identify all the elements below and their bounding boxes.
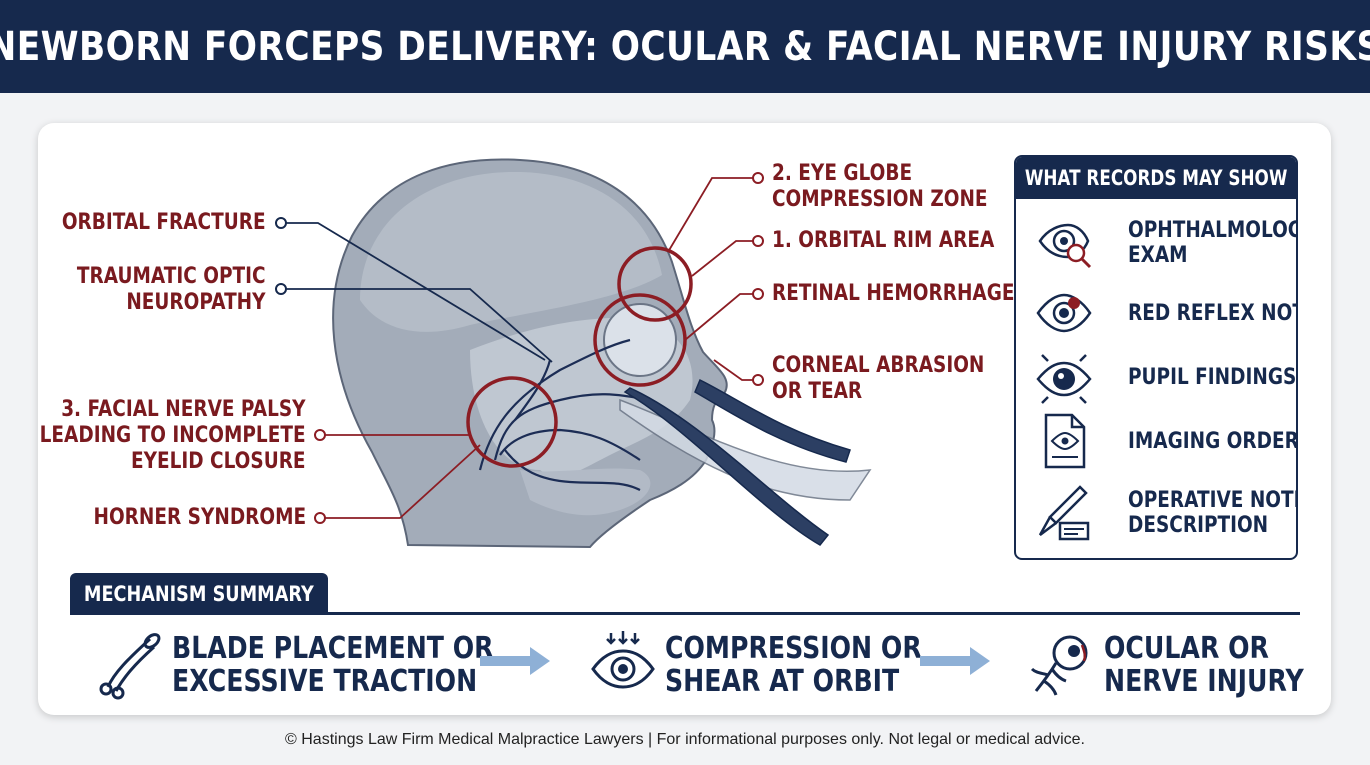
record-line: EXAM bbox=[1128, 243, 1188, 268]
forceps-illustration bbox=[619, 378, 872, 546]
record-item-ophthalmology: OPHTHALMOLOGY EXAM bbox=[1034, 213, 1296, 273]
label-text: 1. ORBITAL RIM AREA bbox=[772, 228, 995, 253]
record-line: DESCRIPTION bbox=[1128, 513, 1269, 538]
label-text: ORBITAL FRACTURE bbox=[62, 210, 266, 235]
records-heading: WHAT RECORDS MAY SHOW bbox=[1016, 157, 1296, 199]
step-line: BLADE PLACEMENT OR bbox=[172, 631, 494, 666]
step-line: OCULAR OR bbox=[1104, 631, 1269, 666]
label-traumatic-optic-neuropathy: TRAUMATIC OPTIC NEUROPATHY bbox=[77, 264, 266, 316]
label-text: HORNER SYNDROME bbox=[93, 505, 306, 530]
label-line: NEUROPATHY bbox=[126, 290, 266, 315]
compressed-eye-icon bbox=[591, 631, 655, 689]
red-leader-lines bbox=[322, 177, 756, 519]
step-line: NERVE INJURY bbox=[1104, 664, 1304, 699]
leader-endpoints bbox=[275, 172, 764, 524]
record-item-red-reflex: RED REFLEX NOTE bbox=[1034, 283, 1296, 343]
records-panel: WHAT RECORDS MAY SHOW OPHTHALMOLOGY EXAM… bbox=[1014, 155, 1298, 560]
label-line: TRAUMATIC OPTIC bbox=[77, 264, 266, 289]
label-line: 3. FACIAL NERVE PALSY bbox=[61, 397, 307, 422]
document-eye-icon bbox=[1044, 413, 1086, 469]
label-orbital-fracture: ORBITAL FRACTURE bbox=[62, 210, 266, 236]
step-label: COMPRESSION OR SHEAR AT ORBIT bbox=[665, 632, 922, 698]
flow-arrow-2 bbox=[920, 647, 990, 675]
injury-zone-circles bbox=[466, 246, 693, 468]
record-line: IMAGING ORDER bbox=[1128, 428, 1298, 454]
record-item-pupil: PUPIL FINDINGS bbox=[1034, 347, 1296, 407]
record-item-imaging: IMAGING ORDER bbox=[1034, 411, 1296, 471]
forceps-icon bbox=[99, 633, 161, 700]
step-line: COMPRESSION OR bbox=[665, 631, 922, 666]
facial-nerve-circle bbox=[466, 376, 558, 468]
globe-compression-circle bbox=[617, 246, 693, 322]
label-line: 2. EYE GLOBE bbox=[772, 161, 913, 186]
eyeball bbox=[603, 303, 677, 377]
record-label: RED REFLEX NOTE bbox=[1128, 300, 1296, 326]
footer-disclaimer: © Hastings Law Firm Medical Malpractice … bbox=[285, 731, 1085, 748]
eye-magnifier-icon bbox=[1038, 223, 1092, 269]
record-line: RED REFLEX NOTE bbox=[1128, 300, 1296, 326]
mechanism-heading: MECHANISM SUMMARY bbox=[84, 581, 314, 606]
skull-highlight bbox=[360, 171, 662, 332]
scalpel-note-icon bbox=[1038, 485, 1090, 541]
label-corneal-abrasion: CORNEAL ABRASION OR TEAR bbox=[772, 353, 984, 405]
label-retinal-hemorrhage: RETINAL HEMORRHAGE bbox=[772, 281, 1015, 307]
page-title: NEWBORN FORCEPS DELIVERY: OCULAR & FACIA… bbox=[0, 23, 1370, 70]
label-line: LEADING TO INCOMPLETE bbox=[40, 423, 306, 448]
label-eye-globe-compression: 2. EYE GLOBE COMPRESSION ZONE bbox=[772, 161, 988, 213]
label-horner-syndrome: HORNER SYNDROME bbox=[93, 505, 306, 531]
label-line: COMPRESSION ZONE bbox=[772, 187, 988, 212]
step-label: BLADE PLACEMENT OR EXCESSIVE TRACTION bbox=[172, 632, 494, 698]
record-line: OPHTHALMOLOGY bbox=[1128, 218, 1298, 243]
record-line: OPERATIVE NOTE bbox=[1128, 488, 1298, 513]
mechanism-divider bbox=[70, 612, 1300, 615]
label-text: RETINAL HEMORRHAGE bbox=[772, 281, 1015, 306]
flow-arrow-1 bbox=[480, 647, 550, 675]
pupil-eye-icon bbox=[1036, 354, 1092, 404]
label-line: OR TEAR bbox=[772, 379, 863, 404]
title-bar: NEWBORN FORCEPS DELIVERY: OCULAR & FACIA… bbox=[0, 0, 1370, 93]
mechanism-step-1: BLADE PLACEMENT OR EXCESSIVE TRACTION bbox=[94, 628, 555, 702]
record-label: OPHTHALMOLOGY EXAM bbox=[1128, 218, 1298, 268]
record-label: OPERATIVE NOTE DESCRIPTION bbox=[1128, 488, 1298, 538]
mechanism-step-2: COMPRESSION OR SHEAR AT ORBIT bbox=[587, 628, 971, 702]
records-heading-text: WHAT RECORDS MAY SHOW bbox=[1024, 166, 1288, 190]
step-line: SHEAR AT ORBIT bbox=[665, 664, 900, 699]
label-facial-nerve-palsy: 3. FACIAL NERVE PALSY LEADING TO INCOMPL… bbox=[40, 397, 306, 475]
injured-eye-nerve-icon bbox=[1030, 635, 1088, 696]
record-item-operative-note: OPERATIVE NOTE DESCRIPTION bbox=[1034, 483, 1296, 543]
step-label: OCULAR OR NERVE INJURY bbox=[1104, 632, 1304, 698]
left-leader-lines bbox=[286, 222, 553, 363]
mechanism-step-3: OCULAR OR NERVE INJURY bbox=[1026, 628, 1342, 702]
step-line: EXCESSIVE TRACTION bbox=[172, 664, 478, 699]
record-label: PUPIL FINDINGS bbox=[1128, 365, 1296, 390]
label-line: CORNEAL ABRASION bbox=[772, 353, 985, 378]
label-orbital-rim: 1. ORBITAL RIM AREA bbox=[772, 228, 994, 254]
label-line: EYELID CLOSURE bbox=[131, 449, 306, 474]
record-line: PUPIL FINDINGS bbox=[1128, 364, 1297, 390]
red-reflex-eye-icon bbox=[1036, 293, 1092, 333]
record-label: IMAGING ORDER bbox=[1128, 428, 1298, 454]
mechanism-summary-tab: MECHANISM SUMMARY bbox=[70, 573, 328, 614]
